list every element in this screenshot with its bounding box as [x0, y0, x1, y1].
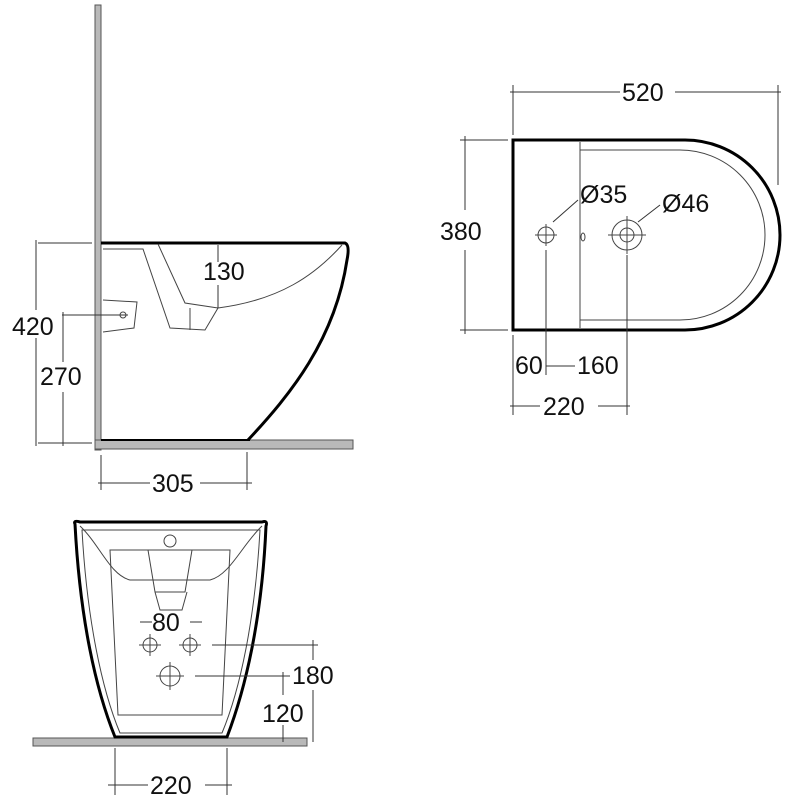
floor: [94, 439, 354, 450]
dim-270: 270: [40, 363, 82, 391]
side-view: 420 270 130 305: [12, 4, 354, 498]
dim-tap-diameter: Ø35: [580, 181, 627, 209]
dim-120: 120: [262, 700, 304, 728]
dim-380: 380: [440, 218, 482, 246]
bidet-top-outline: [511, 138, 782, 332]
dim-220-top: 220: [543, 393, 585, 421]
dim-130: 130: [203, 258, 245, 286]
bidet-side-outline: [101, 241, 350, 442]
dim-220-bottom: 220: [150, 772, 192, 800]
wall: [94, 4, 102, 451]
dim-305: 305: [152, 470, 194, 498]
dim-160: 160: [577, 352, 619, 380]
dim-waste-diameter: Ø46: [662, 190, 709, 218]
dim-180: 180: [292, 662, 334, 690]
dim-80: 80: [152, 609, 180, 637]
inlet-bracket: [102, 299, 138, 333]
dim-60: 60: [515, 352, 543, 380]
front-view: 80 180 120 220: [32, 519, 334, 800]
top-view: Ø35 Ø46 520 380 60 160 220: [440, 79, 782, 421]
floor-front: [32, 737, 308, 747]
dim-420: 420: [12, 313, 54, 341]
dim-520: 520: [622, 79, 664, 107]
bidet-front-outline: [73, 519, 268, 739]
tap-hole-front: [163, 534, 177, 548]
bowl-outline: [103, 244, 343, 331]
